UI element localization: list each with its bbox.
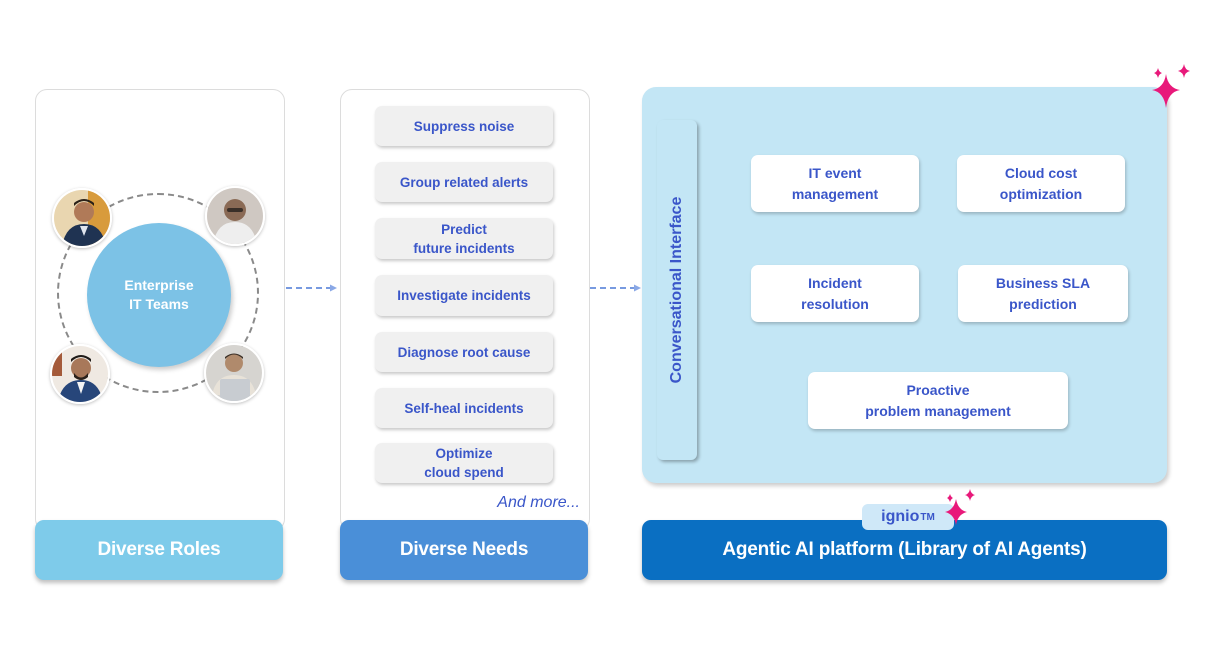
person-avatar [50,344,110,404]
need-item: Suppress noise [375,106,553,146]
agent-label: management [791,185,879,202]
team-ring [57,193,259,393]
agent-label: optimization [999,185,1083,202]
dashed-arrow-icon [590,284,641,292]
need-label: future incidents [413,240,515,256]
agent-label: Proactive [906,381,970,398]
agent-card[interactable]: Business SLA prediction [958,265,1128,322]
agent-card[interactable]: Incident resolution [751,265,919,322]
need-label: cloud spend [424,465,504,480]
and-more-label: And more... [497,494,580,511]
conversational-interface-bar[interactable] [657,120,697,460]
need-item: Predict future incidents [375,218,553,259]
agent-label: IT event [808,164,862,181]
conversational-interface-label: Conversational Interface [668,196,685,384]
need-label: Group related alerts [399,174,529,190]
trademark-mark: TM [920,511,935,523]
agent-label: prediction [1009,295,1077,312]
agent-label: Incident [808,274,862,291]
dashed-arrow-icon [286,284,337,292]
agent-card[interactable]: Proactive problem management [808,372,1068,429]
need-item: Diagnose root cause [375,332,553,372]
person-avatar [205,186,265,246]
need-label: Optimize [435,446,493,461]
need-item: Optimize cloud spend [375,443,553,483]
need-label: Investigate incidents [397,288,531,303]
diverse-roles-button[interactable]: Diverse Roles [35,520,283,580]
sparkle-icon [945,489,975,525]
need-label: Diagnose root cause [397,344,531,360]
need-item: Investigate incidents [375,275,553,316]
need-label: Self-heal incidents [404,400,524,416]
hub-label-line1: Enterprise [124,277,194,293]
agent-card[interactable]: Cloud cost optimization [957,155,1125,212]
need-item: Group related alerts [375,162,553,202]
agent-label: problem management [865,402,1011,419]
ignio-label: ignio [881,508,920,525]
agent-label: resolution [801,295,869,312]
diverse-needs-button[interactable]: Diverse Needs [340,520,588,580]
person-avatar [204,343,264,403]
agent-label: Cloud cost [1004,164,1078,181]
sparkle-icon [1152,64,1190,108]
need-label: Suppress noise [413,118,515,134]
enterprise-it-teams-hub: Enterprise IT Teams [87,223,231,367]
agentic-ai-platform-button[interactable]: Agentic AI platform (Library of AI Agent… [642,520,1167,580]
person-avatar [52,188,112,248]
agent-label: Business SLA [995,274,1091,291]
need-label: Predict [441,221,487,237]
hub-label-line2: IT Teams [129,296,189,312]
need-item: Self-heal incidents [375,388,553,428]
agent-card[interactable]: IT event management [751,155,919,212]
